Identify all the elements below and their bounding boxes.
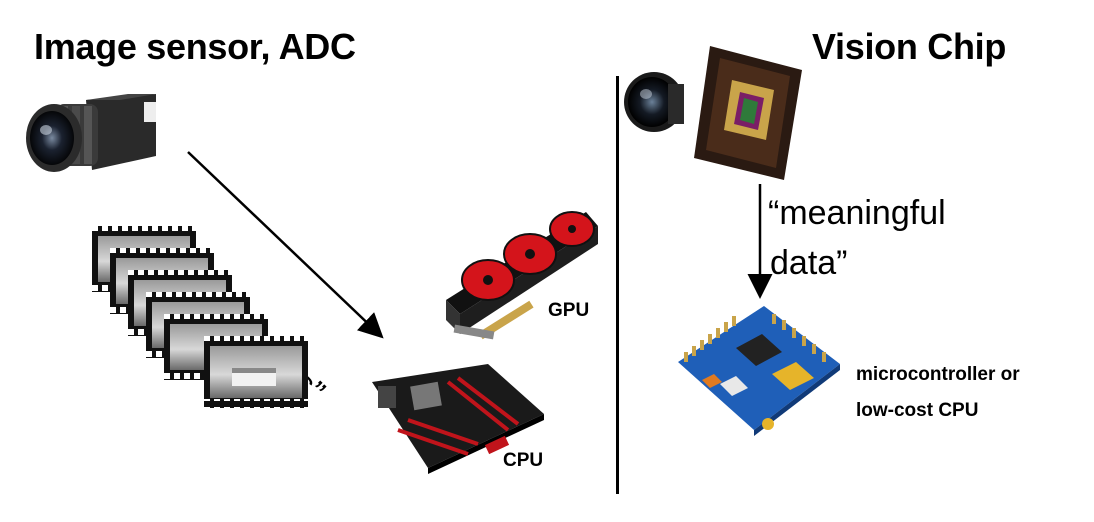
gpu-image [446,211,598,340]
meaningful-data-label-line2: data” [770,244,848,282]
microcontroller-board-image [678,306,840,436]
microcontroller-label-line1: microcontroller or [856,364,1020,385]
film-frame [204,336,308,408]
vision-chip-image [624,46,802,180]
meaningful-data-label-line1: “meaningful [768,194,946,232]
microcontroller-label-line2: low-cost CPU [856,400,979,421]
gpu-label: GPU [548,300,590,321]
cpu-motherboard-image [372,364,544,474]
camera-image [26,94,156,172]
left-title: Image sensor, ADC [34,26,356,67]
section-divider [616,76,619,494]
cpu-label: CPU [503,450,544,471]
film-frames-stack [92,226,308,408]
right-title: Vision Chip [812,26,1007,67]
